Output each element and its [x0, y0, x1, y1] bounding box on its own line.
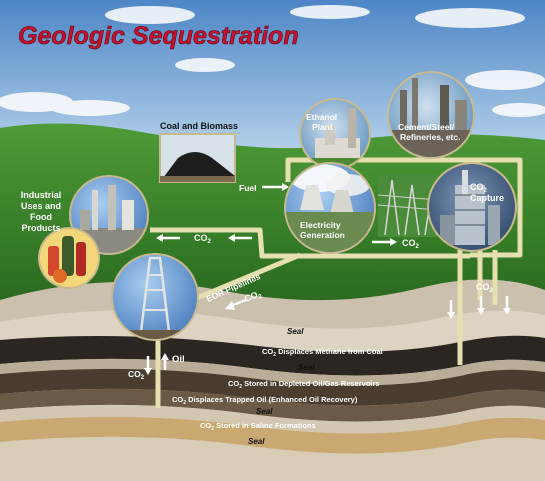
food-products-photo	[38, 227, 100, 289]
seal-label-3: Seal	[256, 407, 273, 416]
electricity-label-2: Generation	[300, 230, 345, 240]
co2-capture-photo	[427, 162, 517, 252]
coal-biomass-photo	[159, 133, 236, 183]
diagram-title: Geologic Sequestration	[18, 22, 299, 50]
refinery-label-1: Cement/Steel/	[398, 122, 455, 132]
co2-main-label: CO2	[402, 238, 420, 250]
ethanol-plant-label-2: Plant	[312, 122, 333, 132]
seal-label-1: Seal	[287, 327, 304, 336]
co2-flow-arrows	[144, 234, 511, 375]
coal-layer-label: CO2 Displaces Methane from Coal	[262, 347, 383, 358]
oil-label: Oil	[172, 354, 185, 365]
fuel-label: Fuel	[239, 183, 256, 193]
industrial-label-3: Food	[30, 212, 52, 222]
coal-biomass-label: Coal and Biomass	[160, 121, 238, 131]
depleted-reservoir-label: CO2 Stored in Depleted Oil/Gas Reservoir…	[228, 379, 380, 390]
co2-capture-label-2: Capture	[470, 193, 504, 203]
saline-formation-label: CO2 Stored in Saline Formations	[200, 421, 316, 432]
trapped-oil-label: CO2 Displaces Trapped Oil (Enhanced Oil …	[172, 395, 358, 406]
seal-label-4: Seal	[248, 437, 265, 446]
co2-pipelines	[150, 157, 523, 408]
co2-capture-label-1: CO2	[470, 182, 488, 194]
industrial-label-2: Uses and	[21, 201, 61, 211]
industrial-label: Industrial Uses and Food Products	[21, 190, 62, 233]
ethanol-plant-label-1: Ethanol	[306, 112, 337, 122]
co2-well-label: CO2	[128, 369, 145, 381]
co2-right-label: CO2	[476, 282, 494, 294]
clouds	[0, 5, 545, 117]
co2-eor-label: CO2	[243, 288, 264, 306]
industrial-label-4: Products	[21, 223, 60, 233]
industrial-label-1: Industrial	[21, 190, 62, 200]
ethanol-plant-photo	[299, 98, 371, 170]
eor-rig-photo	[111, 253, 199, 341]
seal-label-2: Seal	[298, 363, 315, 372]
refinery-photo	[387, 71, 475, 159]
co2-industrial-label: CO2	[194, 233, 212, 245]
underground-strata	[0, 279, 545, 481]
refinery-label-2: Refineries, etc.	[400, 132, 460, 142]
power-plant-photo	[284, 162, 376, 254]
electricity-label-1: Electricity	[300, 220, 341, 230]
